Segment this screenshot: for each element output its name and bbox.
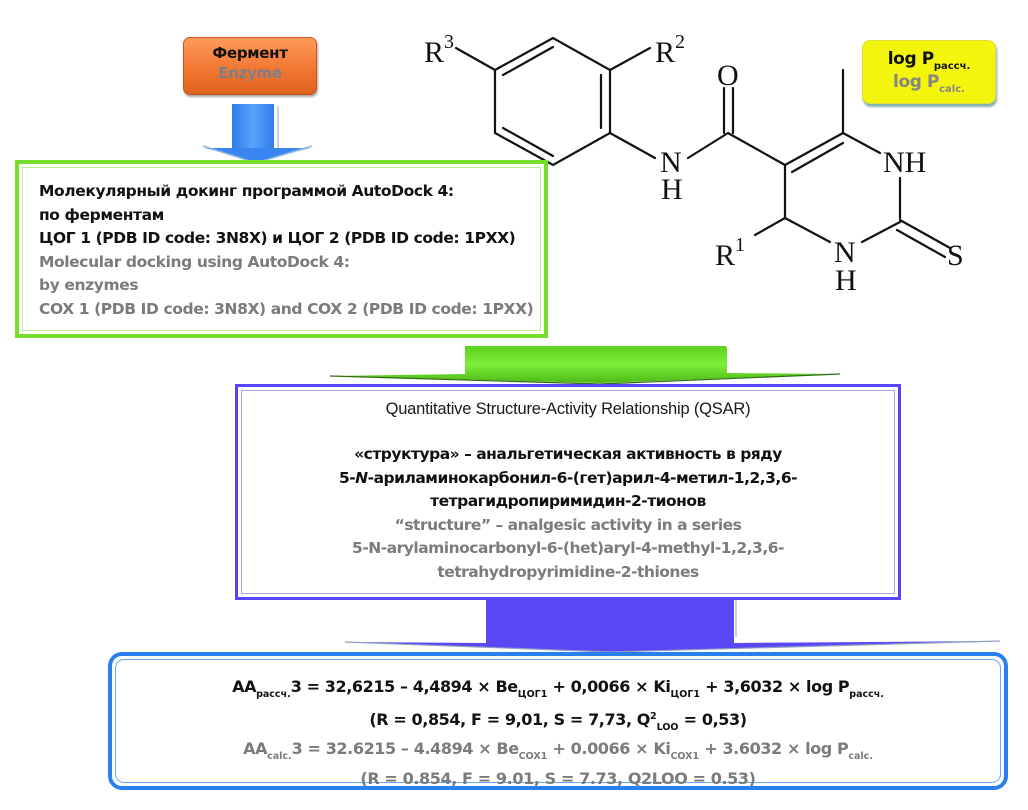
molecule-structure bbox=[454, 36, 952, 259]
r1-label: R1 bbox=[715, 234, 745, 272]
docking-en-line: by enzymes bbox=[39, 276, 139, 294]
docking-ru-line: по ферментам bbox=[39, 205, 164, 224]
r2-label: R2 bbox=[655, 31, 685, 69]
enzyme-label-en: Enzyme bbox=[218, 64, 282, 82]
docking-ru-line: Молекулярный докинг программой AutoDock … bbox=[39, 182, 454, 200]
logp-box: log Pрассч. log Pcalc. bbox=[862, 40, 996, 104]
qsar-ru-line: 5-N-ариламинокарбонил-6-(гет)арил-4-мети… bbox=[338, 468, 798, 487]
enzyme-box: Фермент Enzyme bbox=[183, 37, 317, 95]
molecule-labels: R3 R2 O N H NH N H S R1 bbox=[424, 31, 964, 297]
equation-ru-stats: (R = 0,854, F = 9,01, S = 7,73, Q2LOO = … bbox=[369, 709, 747, 733]
oxygen-label: O bbox=[717, 59, 739, 92]
nh-top-label: NH bbox=[883, 146, 926, 179]
docking-box: Молекулярный докинг программой AutoDock … bbox=[15, 160, 548, 338]
qsar-en-line: 5-N-arylaminocarbonyl-6-(het)aryl-4-meth… bbox=[352, 539, 784, 557]
h-bottom-label: H bbox=[835, 264, 857, 297]
equation-box: AAрассч.3 = 32,6215 – 4,4894 × BeЦОГ1 + … bbox=[108, 652, 1008, 790]
qsar-ru-line: «структура» – анальгетическая активность… bbox=[354, 445, 782, 463]
docking-en-line: Molecular docking using AutoDock 4: bbox=[39, 252, 350, 271]
qsar-ru-line: тетрагидропиримидин-2-тионов bbox=[430, 492, 706, 510]
qsar-en-line: tetrahydropyrimidine-2-thiones bbox=[437, 562, 699, 581]
arrow-enzyme-to-docking bbox=[202, 104, 313, 164]
sulfur-label: S bbox=[947, 239, 964, 272]
logp-label-en: log Pcalc. bbox=[893, 72, 965, 95]
arrow-docking-to-qsar bbox=[329, 346, 841, 385]
enzyme-label-ru: Фермент bbox=[212, 44, 288, 62]
amide-n-label: N bbox=[660, 146, 682, 179]
equation-ru: AAрассч.3 = 32,6215 – 4,4894 × BeЦОГ1 + … bbox=[232, 677, 884, 700]
qsar-box: Quantitative Structure-Activity Relation… bbox=[235, 384, 901, 600]
qsar-en-line: “structure” – analgesic activity in a se… bbox=[394, 515, 742, 534]
arrow-qsar-to-equation bbox=[344, 600, 1001, 653]
logp-label-ru: log Pрассч. bbox=[887, 49, 971, 72]
docking-en-line: COX 1 (PDB ID code: 3N8X) and COX 2 (PDB… bbox=[39, 299, 534, 318]
amide-h-label: H bbox=[661, 173, 683, 206]
equation-en: AAcalc.3 = 32.6215 – 4.4894 × BeCOX1 + 0… bbox=[243, 739, 873, 762]
r3-label: R3 bbox=[424, 31, 454, 69]
equation-en-stats: (R = 0.854, F = 9.01, S = 7.73, Q2LOO = … bbox=[360, 768, 756, 788]
n-bottom-label: N bbox=[834, 236, 856, 269]
docking-ru-line: ЦОГ 1 (PDB ID code: 3N8X) и ЦОГ 2 (PDB I… bbox=[39, 229, 516, 247]
qsar-title: Quantitative Structure-Activity Relation… bbox=[385, 400, 751, 418]
